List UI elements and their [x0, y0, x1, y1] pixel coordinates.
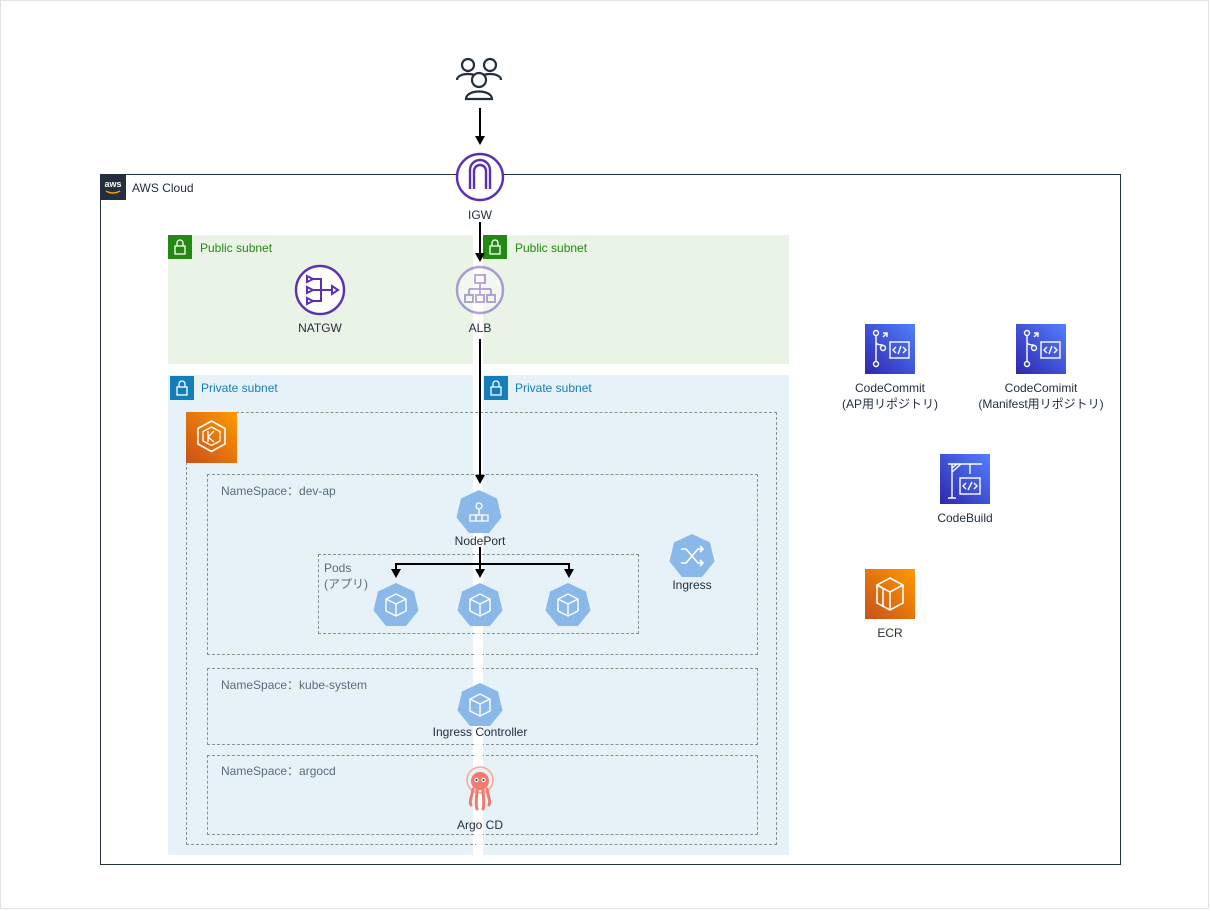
- codecommit-manifest-label: CodeComimit: [1004, 381, 1078, 395]
- pod-icon: [457, 583, 503, 626]
- nodeport-label: NodePort: [454, 534, 506, 548]
- users-icon: [455, 57, 503, 101]
- ingress-label: Ingress: [672, 578, 712, 592]
- arrow-nodeport-to-pod-1: [391, 547, 481, 578]
- pod-icon: [545, 583, 591, 626]
- aws-logo-icon: aws: [100, 174, 126, 200]
- private-subnet-2-label: Private subnet: [515, 381, 592, 395]
- public-subnet-1-label: Public subnet: [200, 241, 273, 255]
- namespace-argocd-label: NameSpace：argocd: [221, 764, 336, 778]
- service-icon: [456, 490, 502, 533]
- codecommit-ap-label: CodeCommit: [854, 381, 926, 395]
- igw-label: IGW: [468, 208, 492, 222]
- private-subnet-2: [483, 375, 789, 855]
- lock-icon: [168, 235, 192, 259]
- codecommit-icon: [1016, 324, 1066, 374]
- namespace-dev-ap-label: NameSpace：dev-ap: [221, 484, 336, 498]
- codecommit-icon: [865, 324, 915, 374]
- lock-icon: [170, 376, 194, 400]
- ingress-icon: [669, 534, 715, 577]
- aws-cloud-label: AWS Cloud: [132, 181, 194, 195]
- lock-icon: [483, 235, 507, 259]
- lock-icon: [484, 376, 508, 400]
- arrow-nodeport-to-pod-3: [480, 563, 574, 578]
- lane-gap: [476, 627, 483, 855]
- codebuild-label: CodeBuild: [937, 511, 993, 525]
- argo-octopus-icon: [466, 766, 494, 811]
- svg-text:aws: aws: [104, 179, 121, 189]
- ecr-icon: [865, 569, 915, 619]
- ecr-label: ECR: [877, 626, 903, 640]
- pods-label: Pods: [324, 561, 352, 575]
- private-subnet-1-label: Private subnet: [201, 381, 278, 395]
- nat-gateway-icon: [294, 264, 346, 316]
- internet-gateway-icon: [455, 152, 505, 202]
- public-subnet-2: [483, 235, 789, 364]
- pod-icon: [457, 683, 503, 726]
- natgw-label: NATGW: [298, 321, 342, 335]
- pod-icon: [373, 583, 419, 626]
- codecommit-manifest-sublabel: (Manifest用リポジトリ): [978, 397, 1104, 411]
- argocd-label: Argo CD: [456, 818, 504, 832]
- pods-sublabel: (アプリ): [324, 577, 368, 591]
- eks-icon: [186, 412, 237, 463]
- ingress-controller-label: Ingress Controller: [432, 725, 528, 739]
- namespace-kube-system-label: NameSpace：kube-system: [221, 678, 368, 692]
- codecommit-ap-sublabel: (AP用リポジトリ): [841, 397, 939, 411]
- public-subnet-2-label: Public subnet: [515, 241, 588, 255]
- aws-cloud-group: [100, 174, 1121, 865]
- codebuild-icon: [940, 454, 990, 504]
- load-balancer-icon: [455, 265, 505, 315]
- alb-label: ALB: [468, 321, 492, 335]
